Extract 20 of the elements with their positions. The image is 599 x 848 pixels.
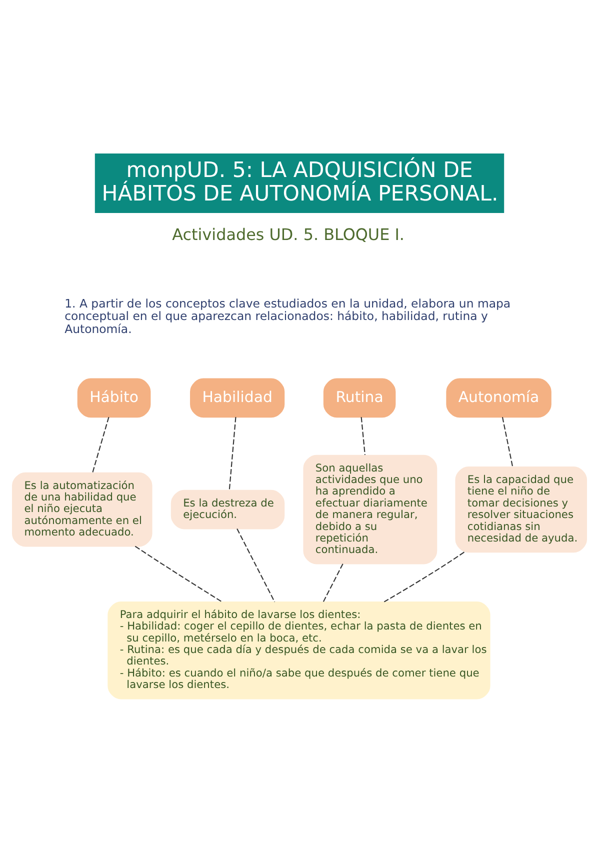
node-box: Es la automatización de una habilidad que el niño ejecuta autónomamente en el momento adecuado. xyxy=(12,472,152,547)
connector xyxy=(502,417,514,467)
node-box: Autonomía xyxy=(446,378,552,418)
connector xyxy=(236,528,276,602)
node-box: Es la destreza de ejecución. xyxy=(170,490,285,530)
connector xyxy=(92,416,110,473)
node-box: Rutina xyxy=(323,378,396,418)
connector xyxy=(322,564,344,602)
node-box: Habilidad xyxy=(190,378,285,418)
node-box: Es la capacidad que tiene el niño de tomar decisiones y resolver situaciones cotidianas sin necesidad de ayuda. xyxy=(455,466,587,553)
node-box: Hábito xyxy=(77,378,151,418)
connector xyxy=(134,546,222,602)
node-box: Para adquirir el hábito de lavarse los dientes: - Habilidad: coger el cepillo de dientes, echar la pasta de dientes en su cepillo, metérselo en la boca, etc. - Rutina: es que cada día y después de cada comida se va a lavar los dientes. - Hábito: es cuando el niño/a sabe que después de comer tiene que lavarse los dientes. xyxy=(108,602,490,700)
connector xyxy=(228,417,236,490)
node-box: Son aquellas actividades que uno ha aprendido a efectuar diariamente de manera regular, debido a su repetición continuada. xyxy=(303,454,438,564)
label: 1. A partir de los conceptos clave estudiados en la unidad, elabora un mapa conceptual en el que aparezcan relacionados: hábito, habilidad, rutina y Autonomía. xyxy=(64,296,511,336)
diagram-title: monpUD. 5: LA ADQUISICIÓN DE HÁBITOS DE AUTONOMÍA PERSONAL. xyxy=(102,158,498,206)
connector xyxy=(384,552,465,602)
label: Actividades UD. 5. BLOQUE I. xyxy=(172,225,405,244)
connector xyxy=(360,417,366,455)
